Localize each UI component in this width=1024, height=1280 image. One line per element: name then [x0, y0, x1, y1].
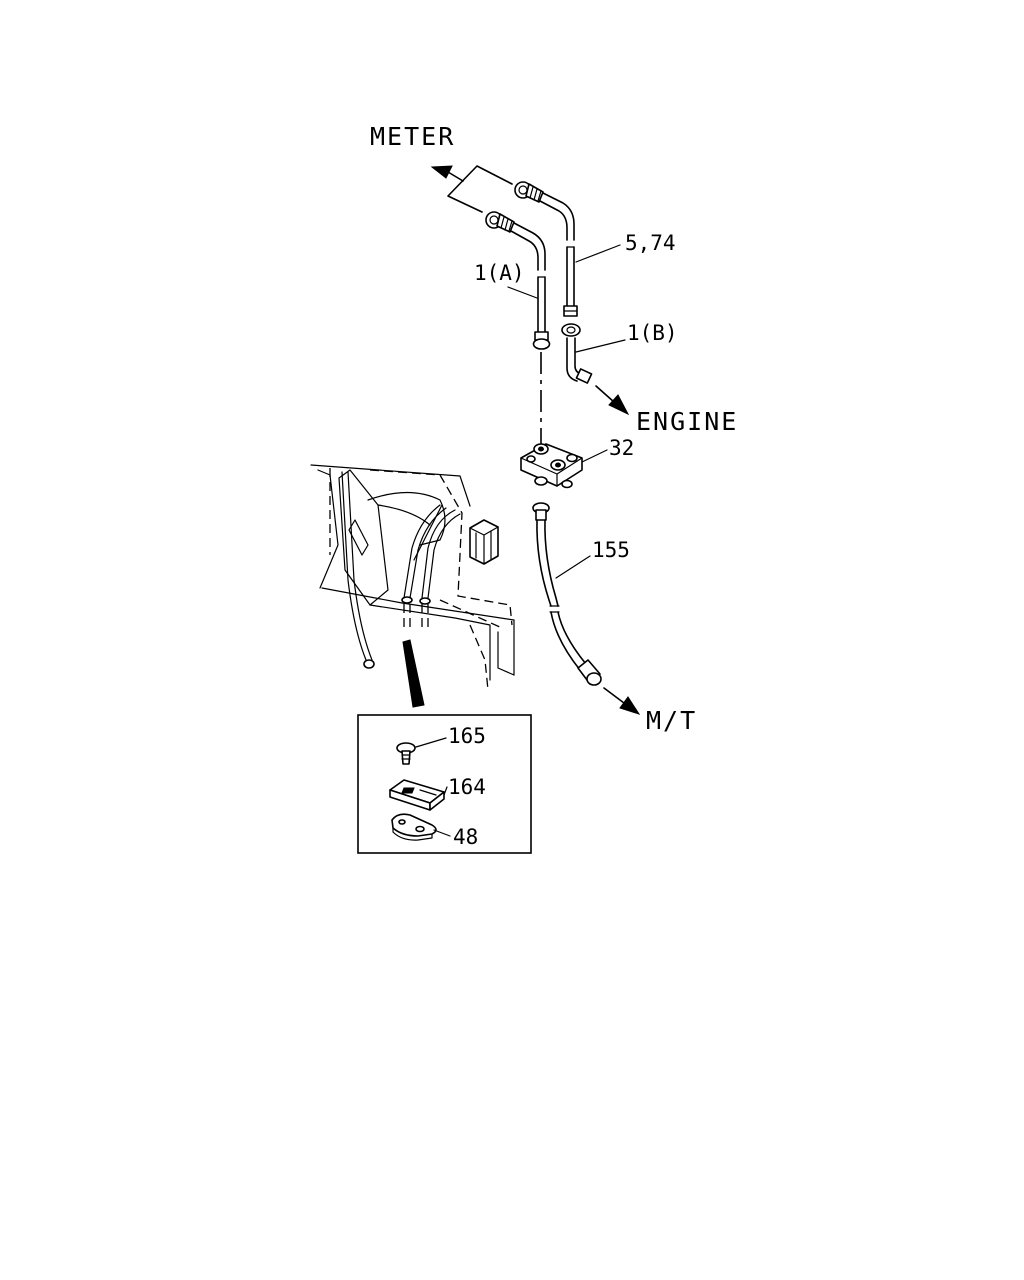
clip-164: [389, 779, 445, 811]
leader-1b: [575, 339, 626, 353]
leader-155: [555, 555, 591, 579]
cable-155: [532, 502, 602, 686]
leader-165: [415, 737, 447, 748]
meter-arrow: [430, 165, 513, 213]
label-48: 48: [453, 825, 478, 849]
cable-5-74: [514, 181, 578, 317]
leader-32: [581, 449, 608, 463]
label-5-74: 5,74: [625, 231, 676, 255]
engine-arrow: [595, 385, 630, 416]
cable-1a: [485, 211, 551, 350]
mt-label: M/T: [646, 706, 697, 735]
vehicle-body-sketch: [310, 464, 515, 691]
junction-block-32: [520, 443, 583, 489]
leader-164: [443, 786, 448, 796]
detail-pointer: [402, 639, 425, 708]
label-32: 32: [609, 436, 634, 460]
meter-label: METER: [370, 122, 455, 151]
label-1b: 1(B): [627, 321, 678, 345]
label-155: 155: [592, 538, 630, 562]
mt-arrow: [603, 687, 641, 715]
leader-5-74: [575, 244, 621, 263]
plate-48: [391, 813, 437, 841]
cable-1b: [561, 323, 593, 384]
leader-1a: [507, 286, 538, 299]
label-1a: 1(A): [474, 261, 525, 285]
screw-165: [396, 742, 416, 765]
label-165: 165: [448, 724, 486, 748]
label-164: 164: [448, 775, 486, 799]
leader-48: [433, 829, 451, 837]
detail-inset: 165 164 48: [357, 714, 532, 854]
engine-label: ENGINE: [636, 407, 738, 436]
